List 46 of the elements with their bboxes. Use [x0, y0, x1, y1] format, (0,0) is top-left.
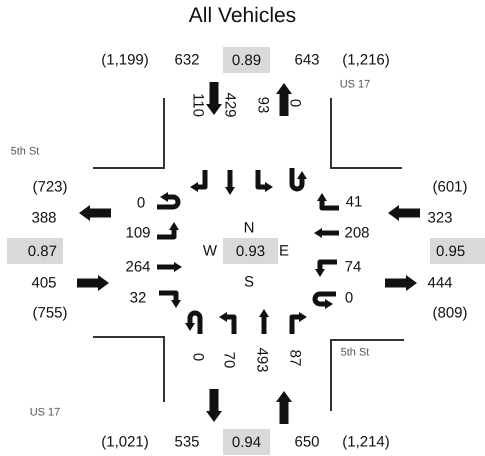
volume-factor-value: 0.94: [223, 429, 270, 455]
volume-value: 650: [294, 434, 320, 450]
volume-value: 74: [344, 260, 362, 274]
street-name: 5th St: [10, 146, 40, 158]
volume-value: 493: [254, 347, 270, 373]
volume-value: W: [202, 244, 218, 258]
volume-value: (809): [432, 306, 468, 320]
volume-factor-value: 0.95: [430, 238, 485, 264]
volume-value: 405: [31, 276, 57, 290]
volume-value: 264: [125, 260, 151, 274]
volume-value: (1,216): [342, 52, 390, 68]
volume-value: 70: [222, 352, 236, 368]
volume-value: (1,199): [101, 52, 149, 68]
volume-value: 93: [256, 96, 270, 114]
volume-value: 87: [288, 350, 302, 366]
volume-factor-value: 0.93: [223, 238, 278, 264]
volume-value: 444: [427, 276, 453, 290]
volume-value: E: [279, 244, 289, 258]
volume-value: 323: [427, 210, 453, 226]
volume-value: (1,214): [342, 434, 390, 450]
volume-value: 0: [288, 98, 302, 108]
volume-value: 109: [125, 226, 151, 240]
volume-factor-value: 0.89: [223, 47, 270, 73]
volume-value: 632: [174, 52, 200, 68]
volume-value: 32: [130, 290, 146, 306]
volume-value: 0: [190, 352, 206, 362]
street-name: 5th St: [340, 348, 370, 358]
volume-value: (1,021): [101, 434, 149, 450]
volume-value: 110: [190, 93, 206, 117]
volume-value: 429: [222, 92, 238, 118]
volume-factor-value: 0.87: [7, 238, 63, 264]
volume-value: 388: [31, 210, 57, 226]
title: All Vehicles: [188, 4, 298, 28]
volume-value: (601): [432, 180, 468, 194]
street-name: US 17: [340, 80, 370, 90]
volume-value: S: [244, 274, 254, 290]
volume-value: N: [244, 220, 254, 236]
street-name: US 17: [30, 408, 60, 418]
volume-value: 208: [344, 226, 370, 240]
volume-value: 41: [346, 194, 362, 210]
volume-value: (723): [32, 180, 68, 194]
volume-value: 643: [294, 52, 320, 68]
volume-value: (755): [32, 306, 68, 320]
volume-value: 0: [136, 196, 146, 210]
volume-value: 535: [174, 434, 200, 450]
volume-value: 0: [344, 290, 354, 306]
